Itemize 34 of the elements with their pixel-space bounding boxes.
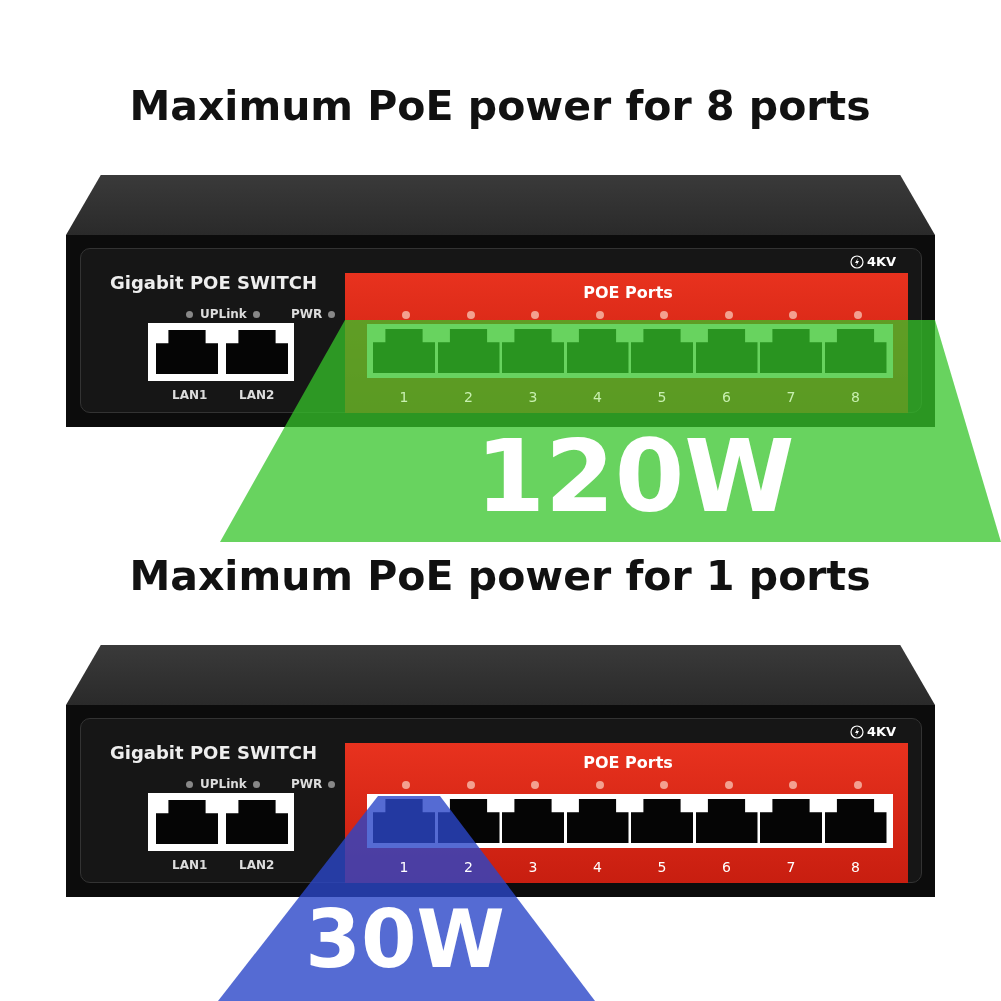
port-number: 3 (528, 389, 538, 405)
port-label: LAN1 (172, 858, 208, 872)
voltage-rating: 4KV (867, 724, 897, 739)
led-label: PWR (291, 777, 323, 791)
port-number: 3 (528, 859, 538, 875)
port-number: 6 (722, 859, 731, 875)
panel-label: POE Ports (583, 753, 673, 772)
voltage-rating: 4KV (867, 254, 897, 269)
port-number: 7 (786, 389, 796, 405)
port-number: 6 (722, 389, 731, 405)
led-label: UPLink (200, 777, 247, 791)
panel-label: POE Ports (583, 283, 673, 302)
port-number: 8 (851, 859, 860, 875)
port-label: LAN2 (239, 858, 275, 872)
port-number: 4 (593, 389, 602, 405)
led-label: UPLink (200, 307, 247, 321)
model-label: Gigabit POE SWITCH (110, 742, 318, 763)
port-number: 7 (786, 859, 796, 875)
port-label: LAN2 (239, 388, 275, 402)
port-number: 4 (593, 859, 602, 875)
port-number: 1 (399, 859, 409, 875)
led-label: PWR (291, 307, 323, 321)
port-number: 5 (657, 389, 667, 405)
port-number: 2 (464, 389, 473, 405)
port-number: 5 (657, 859, 667, 875)
port-number: 2 (464, 859, 473, 875)
heading: Maximum PoE power for 8 ports (129, 82, 871, 130)
port-number: 1 (399, 389, 409, 405)
power-value: 120W (475, 418, 795, 535)
port-label: LAN1 (172, 388, 208, 402)
model-label: Gigabit POE SWITCH (110, 272, 318, 293)
heading: Maximum PoE power for 1 ports (129, 552, 871, 600)
port-number: 8 (851, 389, 860, 405)
power-value: 30W (305, 893, 505, 986)
